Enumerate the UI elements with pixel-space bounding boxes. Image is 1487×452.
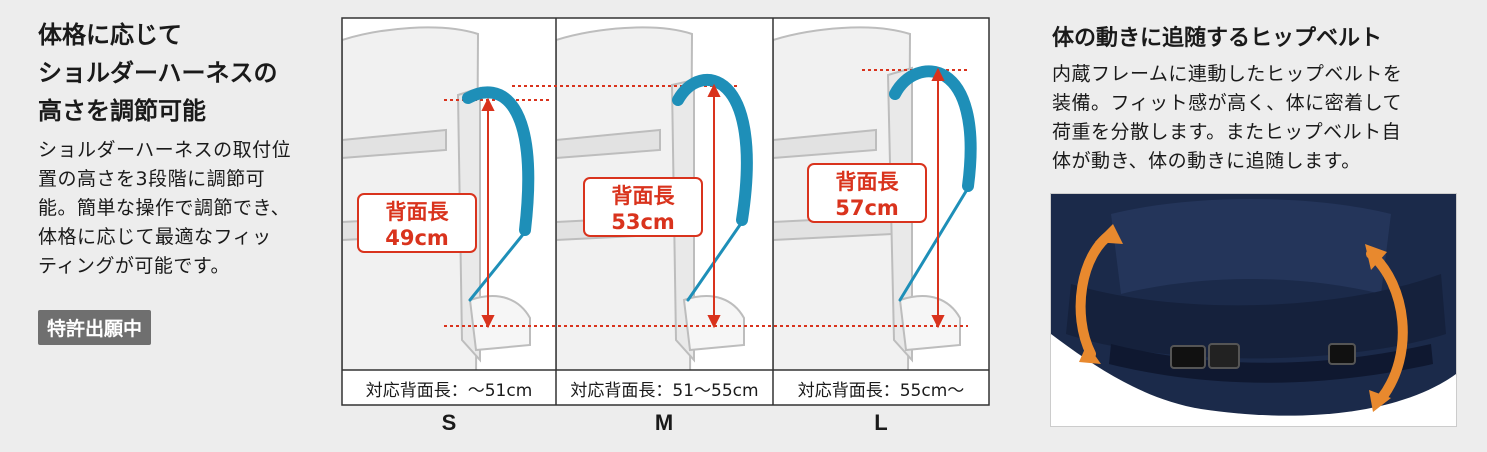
- reference-lines: [444, 69, 968, 327]
- title-line: ショルダーハーネスの: [38, 59, 278, 87]
- body-line: 体格に応じて最適なフィッ: [38, 226, 272, 248]
- title-line: 体格に応じて: [38, 21, 182, 49]
- label-top-s: 背面長: [386, 200, 450, 224]
- hipbelt-photo: [1050, 193, 1457, 427]
- size-letter-s: S: [441, 410, 457, 435]
- title-line: 高さを調節可能: [38, 97, 206, 125]
- range-label-s: 対応背面長：〜51cm: [365, 381, 533, 401]
- label-top-m: 背面長: [612, 184, 676, 208]
- body-line: 能。簡単な操作で調節でき、: [38, 197, 291, 219]
- shoulder-straps: [462, 65, 977, 302]
- size-letter-l: L: [874, 410, 888, 435]
- feature-description-harness: ショルダーハーネスの取付位 置の高さを3段階に調節可 能。簡単な操作で調節でき、…: [38, 136, 328, 281]
- back-length-arrows: [481, 67, 945, 329]
- body-line: 内蔵フレームに連動したヒップベルトを: [1052, 63, 1403, 85]
- body-line: 置の高さを3段階に調節可: [38, 168, 266, 190]
- body-line: 荷重を分散します。またヒップベルト自: [1052, 121, 1402, 143]
- label-bottom-s: 49cm: [385, 226, 449, 250]
- feature-title-harness: 体格に応じて ショルダーハーネスの 高さを調節可能: [38, 16, 328, 130]
- label-box-s: [357, 193, 477, 253]
- size-letter-m: M: [654, 410, 674, 435]
- hipbelt-illustration: [1051, 194, 1456, 426]
- body-line: ティングが可能です。: [38, 255, 230, 277]
- range-label-m: 対応背面長：51〜55cm: [570, 381, 759, 401]
- feature-title-hipbelt: 体の動きに追随するヒップベルト: [1052, 26, 1383, 51]
- range-label-l: 対応背面長：55cm〜: [797, 381, 965, 401]
- patent-pending-badge: 特許出願中: [38, 310, 152, 345]
- body-line: 装備。フィット感が高く、体に密着して: [1052, 92, 1403, 114]
- label-bottom-m: 53cm: [611, 210, 675, 234]
- label-bottom-l: 57cm: [835, 196, 899, 220]
- feature-description-hipbelt: 内蔵フレームに連動したヒップベルトを 装備。フィット感が高く、体に密着して 荷重…: [1052, 60, 1472, 176]
- label-box-m: [583, 177, 703, 237]
- label-box-l: [807, 163, 927, 223]
- body-line: ショルダーハーネスの取付位: [38, 139, 292, 161]
- body-line: 体が動き、体の動きに追随します。: [1052, 150, 1361, 172]
- label-top-l: 背面長: [836, 170, 900, 194]
